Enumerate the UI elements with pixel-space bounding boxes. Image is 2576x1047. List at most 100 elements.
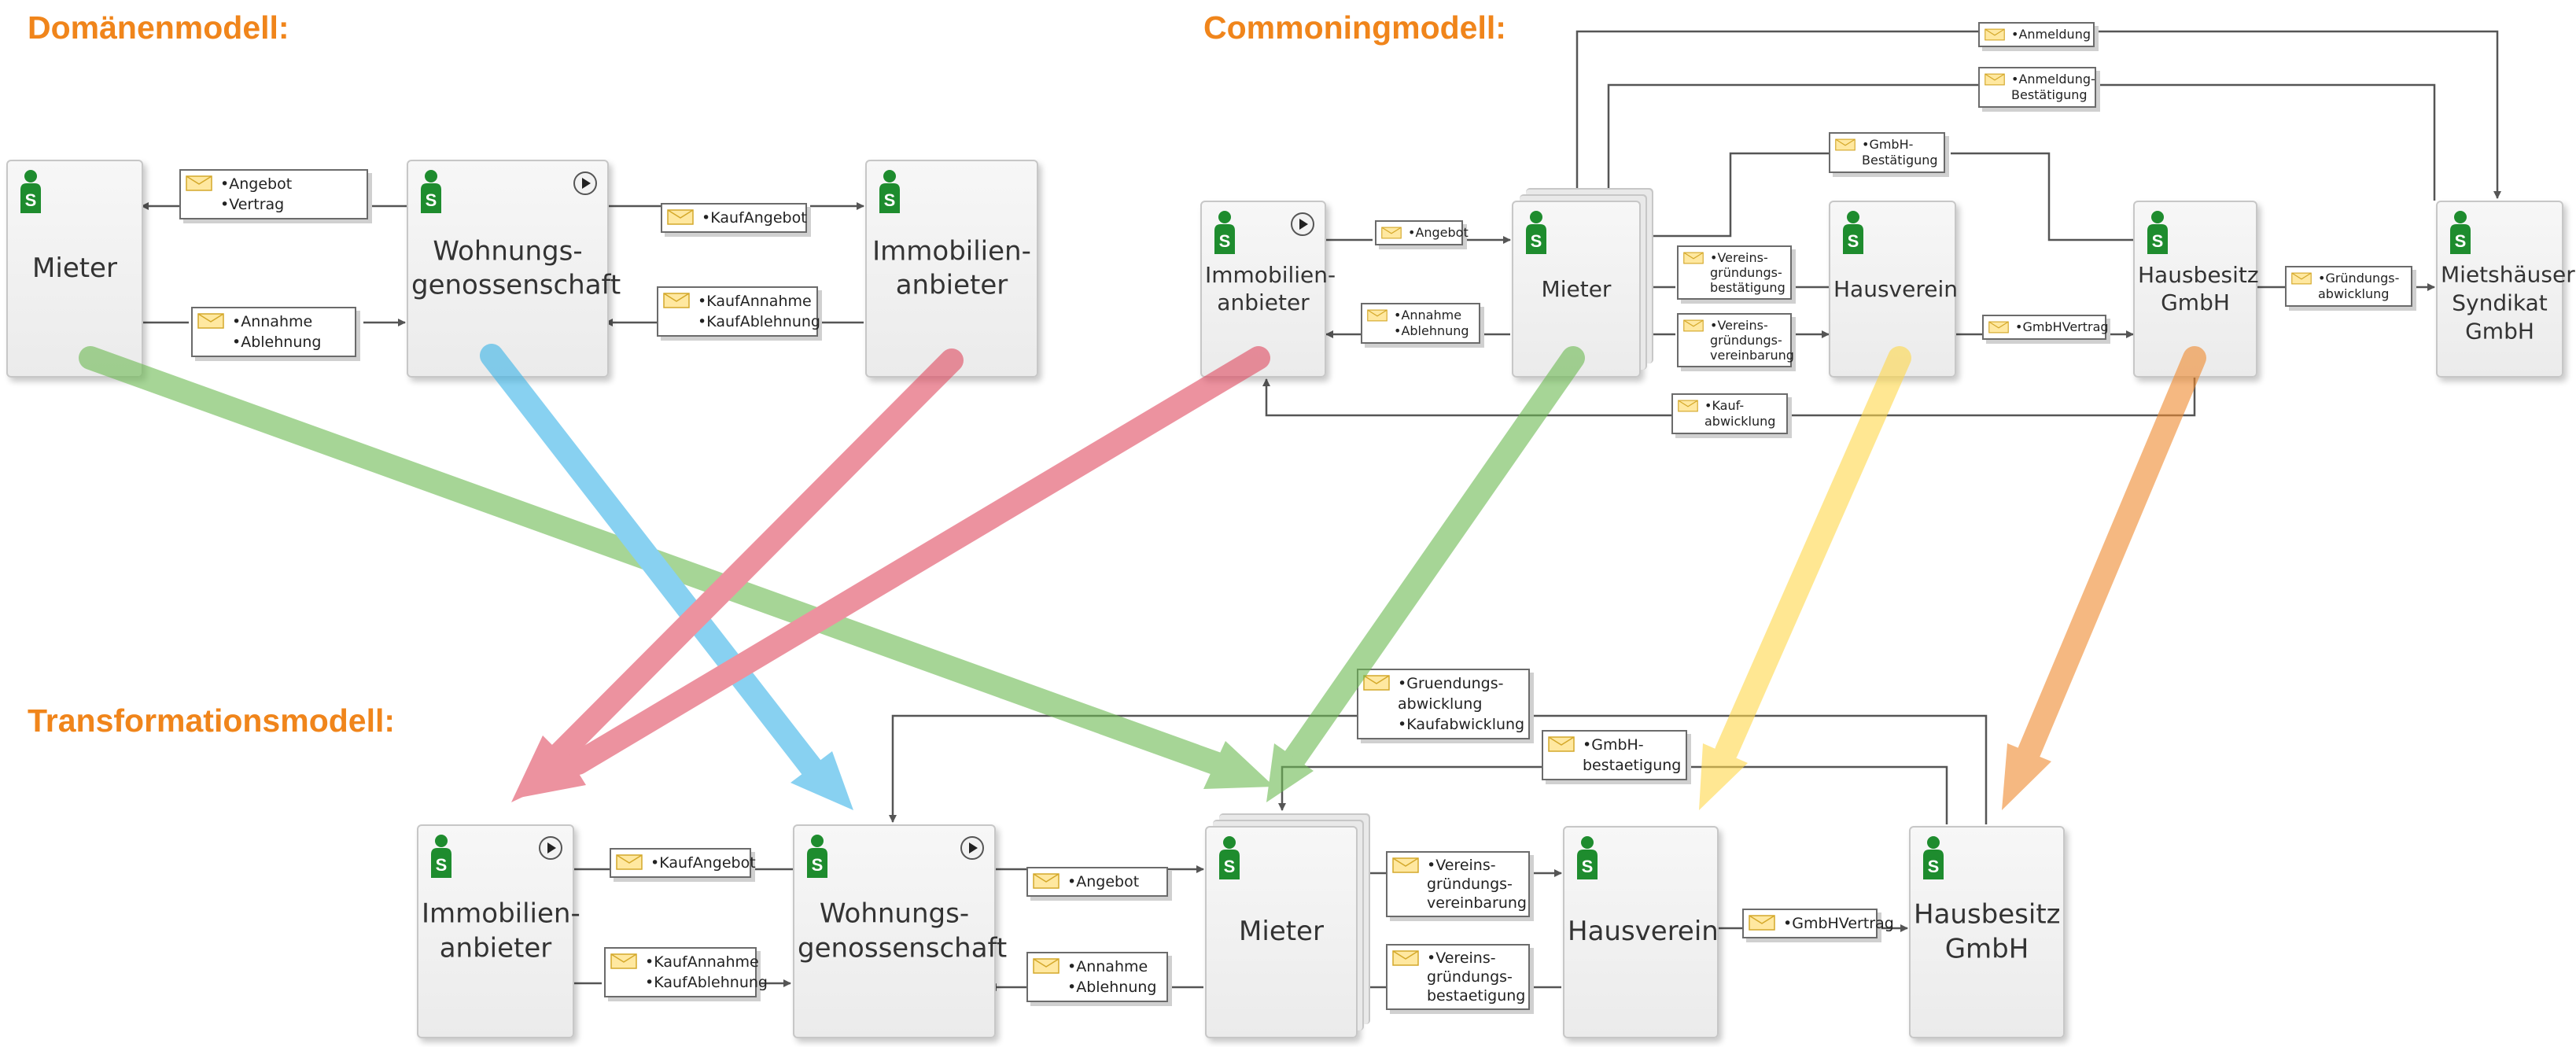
envelope-icon <box>1988 321 2009 334</box>
message-vereinsgruendungs-bestaetigung-transformation[interactable]: Vereins- gründungs- bestaetigung <box>1386 944 1530 1010</box>
message-gmbh-bestaetigung-transformation[interactable]: GmbH- bestaetigung <box>1542 730 1687 780</box>
message-kaufabwicklung-commoning[interactable]: Kauf- abwicklung <box>1671 393 1788 434</box>
mapping-arrowhead-hausbesitz <box>2002 743 2051 810</box>
s-person-icon: S <box>1214 211 1235 254</box>
envelope-icon <box>1749 915 1775 931</box>
mapping-arrowhead-wohnungsgenossenschaft <box>790 751 853 810</box>
subject-mieter-transformation[interactable]: S Mieter <box>1205 826 1358 1038</box>
message-item: Annahme <box>1067 957 1162 977</box>
message-item: Ablehnung <box>1067 977 1162 997</box>
domain-model-title: Domänenmodell: <box>28 9 289 46</box>
message-item: Angebot <box>1067 872 1162 892</box>
envelope-icon <box>186 175 212 191</box>
message-gmbh-bestaetigung[interactable]: GmbH- Bestätigung <box>1829 132 1945 173</box>
subject-name: Hausbesitz GmbH <box>1914 898 2061 964</box>
play-icon[interactable] <box>573 171 598 196</box>
message-item: Ablehnung <box>232 332 350 352</box>
subject-name: Wohnungs- genossenschaft <box>798 898 1008 964</box>
message-kaufangebot-transformation[interactable]: KaufAngebot <box>610 848 756 878</box>
message-item: Angebot <box>1408 225 1468 241</box>
svg-text:S: S <box>1531 231 1542 251</box>
mapping-arrow-wohnungsgenossenschaft <box>480 344 826 783</box>
message-gmbhvertrag-transformation[interactable]: GmbHVertrag <box>1742 909 1894 938</box>
message-vereinsgruendungs-bestaetigung-commoning[interactable]: Vereins- gründungs- bestätigung <box>1677 245 1792 300</box>
message-annahme-ablehnung[interactable]: AnnahmeAblehnung <box>191 307 356 357</box>
subject-mieter-domain[interactable]: S Mieter <box>6 160 143 378</box>
subject-name: Mieter <box>1239 916 1324 948</box>
message-kaufannahme-kaufablehnung[interactable]: KaufAnnahmeKaufAblehnung <box>657 286 820 337</box>
subject-immobilienanbieter-domain[interactable]: S Immobilien- anbieter <box>865 160 1038 378</box>
message-angebot-commoning[interactable]: Angebot <box>1375 220 1469 245</box>
message-gruendungsabwicklung-kaufabwicklung[interactable]: Gruendungs- abwicklungKaufabwicklung <box>1357 669 1530 739</box>
subject-hausverein-commoning[interactable]: S Hausverein <box>1829 201 1958 378</box>
envelope-icon <box>1548 736 1575 752</box>
message-vereinsgruendungs-vereinbarung-transformation[interactable]: Vereins- gründungs- vereinbarung <box>1386 851 1530 917</box>
message-item: KaufAnnahme <box>645 952 758 972</box>
message-item: KaufAngebot <box>702 208 806 228</box>
message-item: Vereins- gründungs- bestätigung <box>1710 250 1786 295</box>
message-item: Kaufabwicklung <box>1398 714 1524 735</box>
svg-text:S: S <box>2152 231 2164 251</box>
svg-text:S: S <box>812 855 824 875</box>
s-person-icon: S <box>431 835 451 878</box>
connector-gruendungsabwicklung <box>893 714 1988 824</box>
envelope-icon <box>1033 873 1060 889</box>
envelope-icon <box>1392 857 1419 873</box>
mapping-arrow-hausverein <box>1715 346 1911 763</box>
subject-hausbesitz-transformation[interactable]: S Hausbesitz GmbH <box>1909 826 2065 1038</box>
message-item: Vereins- gründungs- bestaetigung <box>1427 949 1525 1005</box>
message-kaufangebot[interactable]: KaufAngebot <box>661 203 807 233</box>
envelope-icon <box>1367 309 1388 322</box>
envelope-icon <box>1381 227 1402 239</box>
subject-name: Immobilien- anbieter <box>422 898 580 964</box>
play-icon[interactable] <box>960 835 985 861</box>
subject-name: Mietshäuser Syndikat GmbH <box>2441 261 2575 345</box>
message-item: Anmeldung- Bestätigung <box>2011 72 2095 103</box>
message-item: KaufAblehnung <box>698 312 820 332</box>
envelope-icon <box>1985 73 2005 86</box>
message-anmeldung-bestaetigung[interactable]: Anmeldung- Bestätigung <box>1978 67 2096 108</box>
subject-wohnungsgenossenschaft-domain[interactable]: S Wohnungs- genossenschaft <box>407 160 621 378</box>
svg-text:S: S <box>1219 231 1231 251</box>
message-item: Gruendungs- abwicklung <box>1398 673 1524 714</box>
message-item: Annahme <box>1394 308 1474 323</box>
message-annahme-ablehnung-commoning[interactable]: AnnahmeAblehnung <box>1361 303 1480 344</box>
subject-hausverein-transformation[interactable]: S Hausverein <box>1563 826 1719 1038</box>
message-item: Vereins- gründungs- vereinbarung <box>1427 856 1527 912</box>
s-person-icon: S <box>1843 211 1863 254</box>
envelope-icon <box>197 313 224 329</box>
play-icon[interactable] <box>1290 212 1315 237</box>
envelope-icon <box>610 953 637 969</box>
message-item: Vertrag <box>220 194 362 215</box>
connector-anmeldung-bestaetigung <box>1609 83 2436 201</box>
subject-name: Mieter <box>32 252 117 284</box>
message-item: GmbH- bestaetigung <box>1583 735 1681 776</box>
subject-immobilienanbieter-transformation[interactable]: S Immobilien- anbieter <box>417 824 580 1038</box>
message-vereinsgruendungs-vereinbarung-commoning[interactable]: Vereins- gründungs- vereinbarung <box>1677 313 1794 367</box>
message-annahme-ablehnung-transformation[interactable]: AnnahmeAblehnung <box>1026 952 1168 1002</box>
subject-name: Wohnungs- genossenschaft <box>411 234 621 301</box>
message-item: KaufAnnahme <box>698 291 812 312</box>
message-item: GmbH- Bestätigung <box>1862 137 1939 168</box>
subject-wohnungsgenossenschaft-transformation[interactable]: S Wohnungs- genossenschaft <box>793 824 1008 1038</box>
subject-syndikat-commoning[interactable]: S Mietshäuser Syndikat GmbH <box>2436 201 2575 378</box>
play-icon[interactable] <box>538 835 563 861</box>
message-angebot-transformation[interactable]: Angebot <box>1026 867 1168 897</box>
message-kaufannahme-kaufablehnung-transformation[interactable]: KaufAnnahmeKaufAblehnung <box>604 947 768 997</box>
connector-anmeldung <box>1575 30 2497 201</box>
message-item: Gründungs- abwicklung <box>2318 271 2406 302</box>
envelope-icon <box>1392 950 1419 966</box>
envelope-icon <box>1678 400 1698 412</box>
message-gruendungsabwicklung-commoning[interactable]: Gründungs- abwicklung <box>2285 266 2412 307</box>
commoning-model-title: Commoningmodell: <box>1203 9 1506 46</box>
envelope-icon <box>616 854 643 870</box>
mapping-arrowhead-immobilienanbieter-commoning <box>515 743 586 798</box>
envelope-icon <box>1033 958 1060 974</box>
s-person-icon: S <box>1219 836 1240 879</box>
message-item: GmbHVertrag <box>2015 319 2108 335</box>
message-gmbhvertrag-commoning[interactable]: GmbHVertrag <box>1982 315 2109 340</box>
message-angebot-vertrag[interactable]: AngebotVertrag <box>179 169 368 219</box>
message-anmeldung[interactable]: Anmeldung <box>1978 22 2095 47</box>
